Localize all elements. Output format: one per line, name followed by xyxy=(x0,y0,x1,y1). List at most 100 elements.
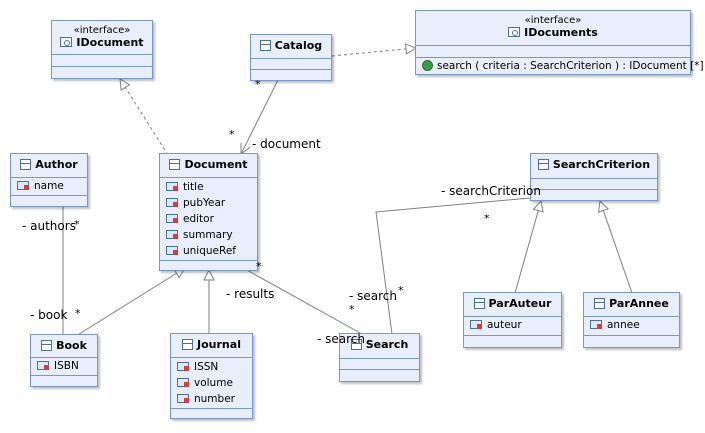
class-parauteur[interactable]: ParAuteur auteur xyxy=(463,292,562,348)
class-name: ParAnnee xyxy=(609,297,669,310)
class-icon xyxy=(350,339,362,350)
class-parannee[interactable]: ParAnnee annee xyxy=(583,292,680,348)
searchcriterion-multiplicity: * xyxy=(484,212,490,225)
class-name: ParAuteur xyxy=(488,297,552,310)
operations-compartment xyxy=(531,189,657,200)
private-attribute-icon xyxy=(177,393,190,403)
class-book[interactable]: Book ISBN xyxy=(30,334,98,387)
generalization-book-document xyxy=(75,268,185,337)
operations-compartment xyxy=(31,375,97,386)
class-search[interactable]: Search xyxy=(339,333,420,382)
private-attribute-icon xyxy=(166,245,179,255)
realization-catalog-idocuments xyxy=(331,48,416,57)
document-multiplicity: * xyxy=(229,128,235,141)
class-name: SearchCriterion xyxy=(552,158,651,171)
class-icon xyxy=(473,298,485,309)
operations-compartment xyxy=(464,335,561,346)
attribute-name: name xyxy=(34,180,64,192)
association-search-searchcriterion xyxy=(375,197,531,335)
operation-signature: search ( criteria : SearchCriterion ) : … xyxy=(437,60,704,72)
book-multiplicity: * xyxy=(75,307,81,320)
association-catalog-document xyxy=(241,79,279,154)
private-attribute-icon xyxy=(470,319,483,329)
operations-compartment xyxy=(160,260,257,270)
attributes-compartment: name xyxy=(11,177,87,195)
attribute-row[interactable]: summary xyxy=(160,227,257,243)
class-name: Journal xyxy=(197,338,241,351)
class-document[interactable]: Document title pubYear editor summary un… xyxy=(159,153,258,271)
class-name: Catalog xyxy=(274,39,323,52)
attribute-name: auteur xyxy=(487,319,522,331)
class-idocuments[interactable]: «interface» IDocuments search ( criteria… xyxy=(415,10,704,75)
class-name: Search xyxy=(365,338,409,351)
attribute-name: summary xyxy=(183,229,233,241)
class-catalog[interactable]: Catalog xyxy=(250,34,332,81)
attributes-compartment: ISBN xyxy=(31,357,97,375)
class-name: IDocuments xyxy=(524,26,598,39)
attribute-row[interactable]: pubYear xyxy=(160,195,257,211)
attribute-row[interactable]: number xyxy=(171,391,252,407)
class-searchcriterion[interactable]: SearchCriterion xyxy=(530,153,658,201)
public-operation-icon xyxy=(422,60,433,71)
book-role: - book xyxy=(30,308,68,322)
attributes-compartment: annee xyxy=(584,316,679,335)
attribute-row[interactable]: auteur xyxy=(464,317,561,333)
attribute-name: number xyxy=(194,393,235,405)
private-attribute-icon xyxy=(17,180,30,190)
class-name: Book xyxy=(56,339,87,352)
private-attribute-icon xyxy=(166,213,179,223)
attribute-name: title xyxy=(183,181,204,193)
realization-document-idocument xyxy=(120,79,169,156)
attribute-name: volume xyxy=(194,377,233,389)
interface-icon xyxy=(508,27,521,37)
attribute-name: ISBN xyxy=(54,360,79,372)
stereotype-label: «interface» xyxy=(73,25,131,36)
class-icon xyxy=(259,40,271,51)
authors-multiplicity: * xyxy=(74,218,80,231)
attribute-row[interactable]: editor xyxy=(160,211,257,227)
document-role: - document xyxy=(252,137,321,151)
attributes-compartment xyxy=(52,54,152,66)
stereotype-label: «interface» xyxy=(524,15,582,26)
private-attribute-icon xyxy=(166,197,179,207)
attribute-row[interactable]: ISSN xyxy=(171,359,252,375)
search-multiplicity-right: * xyxy=(398,284,404,297)
search-multiplicity-left: * xyxy=(349,303,355,316)
generalization-parannee-searchcriterion xyxy=(600,201,633,294)
attribute-row[interactable]: uniqueRef xyxy=(160,243,257,259)
attribute-name: editor xyxy=(183,213,214,225)
private-attribute-icon xyxy=(166,181,179,191)
class-name: IDocument xyxy=(76,36,144,49)
class-icon xyxy=(169,159,181,170)
attributes-compartment: title pubYear editor summary uniqueRef xyxy=(160,177,257,260)
private-attribute-icon xyxy=(37,360,50,370)
private-attribute-icon xyxy=(590,319,603,329)
catalog-multiplicity: * xyxy=(255,78,261,91)
operations-compartment xyxy=(11,195,87,206)
operation-row[interactable]: search ( criteria : SearchCriterion ) : … xyxy=(416,58,704,74)
operations-compartment xyxy=(251,69,331,80)
attribute-row[interactable]: name xyxy=(11,178,87,194)
attributes-compartment: ISSN volume number xyxy=(171,357,252,408)
class-name: Author xyxy=(35,158,78,171)
attribute-name: ISSN xyxy=(194,361,219,373)
class-icon xyxy=(20,159,32,170)
class-icon xyxy=(182,339,194,350)
interface-icon xyxy=(60,37,73,47)
class-name: Document xyxy=(184,158,248,171)
private-attribute-icon xyxy=(177,361,190,371)
class-author[interactable]: Author name xyxy=(10,153,88,207)
operations-compartment xyxy=(52,66,152,78)
class-icon xyxy=(594,298,606,309)
attribute-name: annee xyxy=(607,319,640,331)
attribute-row[interactable]: ISBN xyxy=(31,358,97,374)
attributes-compartment xyxy=(251,58,331,69)
attribute-row[interactable]: annee xyxy=(584,317,679,333)
attribute-row[interactable]: title xyxy=(160,179,257,195)
class-journal[interactable]: Journal ISSN volume number xyxy=(170,333,253,419)
results-role: - results xyxy=(226,287,275,301)
class-idocument[interactable]: «interface» IDocument xyxy=(51,20,153,79)
association-document-search xyxy=(235,263,363,335)
attribute-row[interactable]: volume xyxy=(171,375,252,391)
